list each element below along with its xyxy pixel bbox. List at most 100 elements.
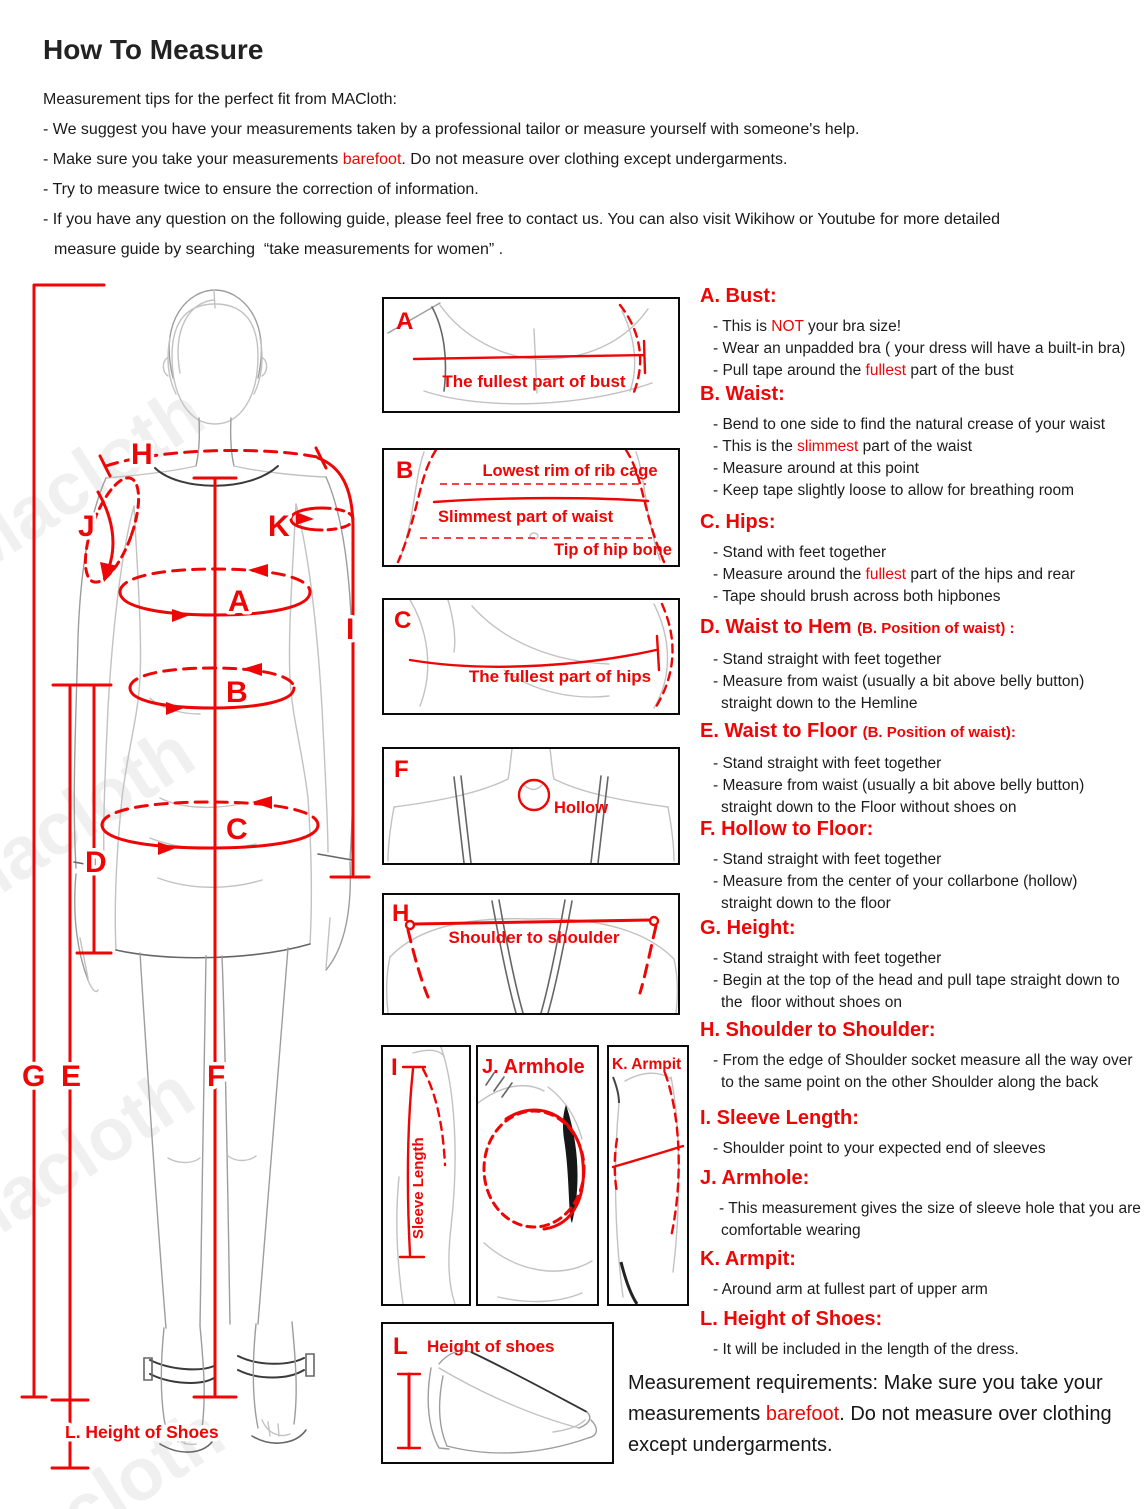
panel-letter: F <box>394 756 409 783</box>
panel-letter: I <box>391 1054 398 1081</box>
panel-caption: Slimmest part of waist <box>438 508 614 526</box>
section-item: - Wear an unpadded bra ( your dress will… <box>713 340 1126 357</box>
svg-text:F: F <box>207 1060 225 1093</box>
svg-text:C: C <box>226 813 248 846</box>
svg-text:A: A <box>228 585 250 618</box>
section-bust: A. Bust: - This is NOT your bra size! - … <box>700 283 1146 382</box>
svg-text:J: J <box>78 510 95 543</box>
section-item: - Measure from waist (usually a bit abov… <box>713 673 1085 690</box>
figure-letter-labels: H J K A B C D I G E F L. Height of Shoes <box>19 435 358 1446</box>
panel-shoulder: H Shoulder to shoulder <box>382 893 680 1015</box>
section-title: D. Waist to Hem (B. Position of waist) : <box>700 616 1015 638</box>
panel-title: K. Armpit <box>612 1056 681 1073</box>
panel-caption: Height of shoes <box>427 1337 555 1356</box>
section-waist-to-floor: E. Waist to Floor (B. Position of waist)… <box>700 718 1146 819</box>
panel-caption: Tip of hip bone <box>554 541 672 559</box>
panel-caption: The fullest part of hips <box>469 667 651 686</box>
section-title: B. Waist: <box>700 383 785 405</box>
section-item: - Stand with feet together <box>713 544 887 561</box>
panel-armhole: J. Armhole <box>476 1045 599 1306</box>
section-item: - From the edge of Shoulder socket measu… <box>713 1052 1133 1069</box>
svg-text:D: D <box>85 846 107 879</box>
section-item: - It will be included in the length of t… <box>713 1341 1019 1358</box>
panel-letter: C <box>394 607 411 634</box>
footer-line: Measurement requirements: Make sure you … <box>628 1372 1103 1394</box>
svg-text:E: E <box>61 1060 81 1093</box>
section-item: - This is the slimmest part of the waist <box>713 438 973 455</box>
section-item: - Stand straight with feet together <box>713 755 942 772</box>
section-waist: B. Waist: - Bend to one side to find the… <box>700 381 1146 502</box>
section-title: F. Hollow to Floor: <box>700 818 874 840</box>
section-item: - Measure around the fullest part of the… <box>713 566 1075 583</box>
section-item: - Measure from the center of your collar… <box>713 873 1078 890</box>
panel-letter: L <box>393 1333 408 1360</box>
section-item: - This is NOT your bra size! <box>713 318 902 335</box>
section-item: - Stand straight with feet together <box>713 950 942 967</box>
shoes-height-label: L. Height of Shoes <box>65 1422 219 1442</box>
section-title: L. Height of Shoes: <box>700 1308 883 1330</box>
measurement-requirements: Measurement requirements: Make sure you … <box>628 1368 1118 1461</box>
svg-text:B: B <box>226 676 248 709</box>
section-item: - Pull tape around the fullest part of t… <box>713 362 1014 379</box>
section-item: - Tape should brush across both hipbones <box>713 588 1001 605</box>
svg-text:H: H <box>131 438 153 471</box>
section-armpit: K. Armpit: - Around arm at fullest part … <box>700 1246 1146 1301</box>
intro-line: - We suggest you have your measurements … <box>43 121 860 138</box>
intro-text: Measurement tips for the perfect fit fro… <box>43 85 1128 265</box>
section-title: K. Armpit: <box>700 1248 796 1270</box>
section-hips: C. Hips: - Stand with feet together - Me… <box>700 509 1146 608</box>
watermark: Macloth Macloth Macloth Macloth <box>0 370 238 1509</box>
intro-line: - Make sure you take your measurements b… <box>43 151 788 168</box>
section-height: G. Height: - Stand straight with feet to… <box>700 915 1146 1014</box>
section-item: - Shoulder point to your expected end of… <box>713 1140 1046 1157</box>
section-title: E. Waist to Floor (B. Position of waist)… <box>700 720 1016 742</box>
section-waist-to-hem: D. Waist to Hem (B. Position of waist) :… <box>700 614 1146 715</box>
section-title: H. Shoulder to Shoulder: <box>700 1019 936 1041</box>
footer-line: measurements barefoot. Do not measure ov… <box>628 1403 1112 1425</box>
panel-letter: A <box>396 308 413 335</box>
panel-armpit: K. Armpit <box>607 1045 689 1306</box>
panel-bust: A The fullest part of bust <box>382 297 680 413</box>
page-title: How To Measure <box>43 34 264 65</box>
section-item: - Stand straight with feet together <box>713 851 942 868</box>
section-item: - Keep tape slightly loose to allow for … <box>713 482 1075 499</box>
section-item: - Begin at the top of the head and pull … <box>713 972 1120 989</box>
section-item: - Around arm at fullest part of upper ar… <box>713 1281 988 1298</box>
section-item: - Stand straight with feet together <box>713 651 942 668</box>
section-item: straight down to the Floor without shoes… <box>721 799 1017 816</box>
measurement-figure: Macloth Macloth Macloth Macloth <box>0 283 371 1509</box>
panel-title: J. Armhole <box>482 1056 585 1078</box>
footer-line: except undergarments. <box>628 1434 833 1456</box>
intro-line: measure guide by searching “take measure… <box>54 241 504 258</box>
panel-shoe-height: L Height of shoes <box>381 1322 614 1464</box>
section-title: C. Hips: <box>700 511 776 533</box>
section-shoulder-to-shoulder: H. Shoulder to Shoulder: - From the edge… <box>700 1017 1146 1094</box>
section-item: the floor without shoes on <box>721 994 902 1011</box>
svg-text:G: G <box>22 1060 45 1093</box>
measurement-overlay <box>20 283 371 1470</box>
panel-letter: H <box>392 900 409 927</box>
svg-text:I: I <box>346 613 354 646</box>
section-item: - Bend to one side to find the natural c… <box>713 416 1106 433</box>
section-item: to the same point on the other Shoulder … <box>721 1074 1099 1091</box>
section-item: - Measure around at this point <box>713 460 919 477</box>
panel-caption: Hollow <box>554 799 608 817</box>
panel-waist: B Lowest rim of rib cage Slimmest part o… <box>382 448 680 567</box>
intro-lead: Measurement tips for the perfect fit fro… <box>43 91 397 108</box>
section-armhole: J. Armhole: - This measurement gives the… <box>700 1165 1146 1242</box>
section-hollow-to-floor: F. Hollow to Floor: - Stand straight wit… <box>700 816 1146 915</box>
svg-text:K: K <box>268 510 290 543</box>
section-item: straight down to the floor <box>721 895 891 912</box>
section-sleeve-length: I. Sleeve Length: - Shoulder point to yo… <box>700 1105 1146 1160</box>
intro-line: - Try to measure twice to ensure the cor… <box>43 181 479 198</box>
intro-line: - If you have any question on the follow… <box>43 211 1001 228</box>
section-item: straight down to the Hemline <box>721 695 918 712</box>
panel-hollow: F Hollow <box>382 747 680 865</box>
section-height-of-shoes: L. Height of Shoes: - It will be include… <box>700 1306 1146 1361</box>
section-title: J. Armhole: <box>700 1167 810 1189</box>
section-title: I. Sleeve Length: <box>700 1107 859 1129</box>
section-item: comfortable wearing <box>721 1222 861 1239</box>
section-title: A. Bust: <box>700 285 777 307</box>
panel-hips: C The fullest part of hips <box>382 598 680 715</box>
